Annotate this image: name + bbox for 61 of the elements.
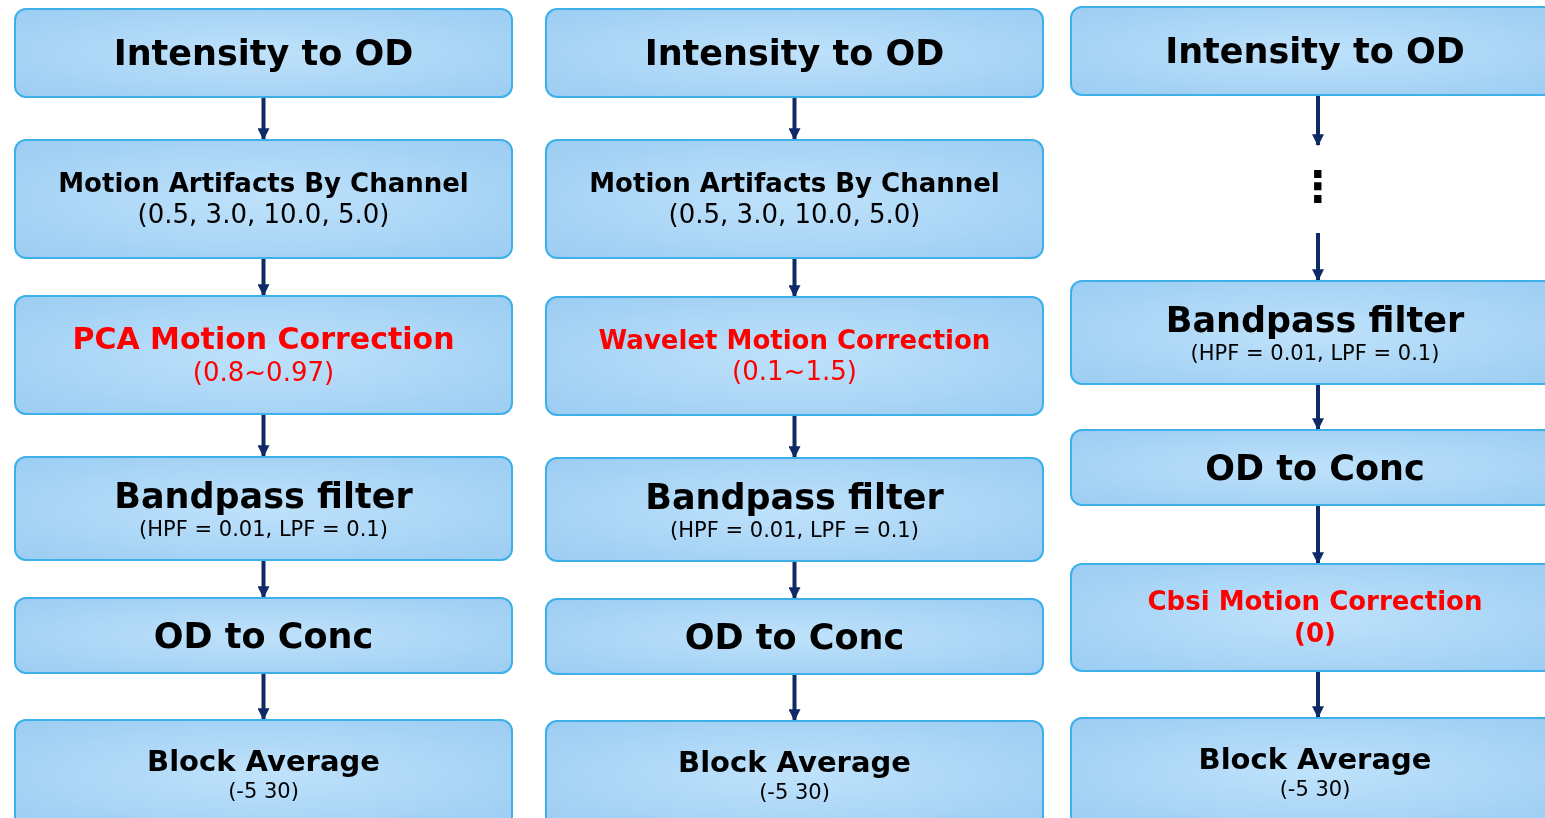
process-box [545, 8, 1044, 98]
box-title: Motion Artifacts By Channel [58, 167, 469, 199]
box-parameters: (0.5, 3.0, 10.0, 5.0) [137, 199, 390, 231]
box-parameters: (HPF = 0.01, LPF = 0.1) [139, 516, 388, 543]
process-box [545, 139, 1044, 259]
box-parameters: (HPF = 0.01, LPF = 0.1) [670, 517, 919, 544]
process-box [14, 456, 513, 561]
box-title: Bandpass filter [114, 474, 413, 517]
box-title: Block Average [1198, 742, 1432, 777]
box-parameters: (0.1~1.5) [732, 356, 857, 388]
box-title: Intensity to OD [113, 32, 414, 74]
box-title: Intensity to OD [1165, 30, 1465, 72]
process-box [1070, 429, 1545, 506]
arrow [1312, 385, 1324, 431]
process-box [545, 296, 1044, 416]
box-parameters: (0.5, 3.0, 10.0, 5.0) [668, 199, 921, 231]
process-box [1070, 280, 1545, 385]
box-parameters: (-5 30) [1279, 776, 1351, 802]
process-box [14, 8, 513, 98]
box-title: OD to Conc [153, 614, 374, 657]
process-box [14, 295, 513, 415]
box-parameters: (0) [1294, 617, 1336, 649]
arrow [788, 562, 801, 600]
box-title: OD to Conc [1205, 446, 1425, 489]
arrow [257, 98, 270, 141]
process-box [14, 597, 513, 674]
box-title: Bandpass filter [1165, 298, 1465, 341]
process-box [545, 720, 1044, 818]
box-title: Intensity to OD [644, 32, 945, 74]
process-box [545, 598, 1044, 675]
arrow [788, 98, 801, 141]
process-box [14, 139, 513, 259]
arrow [788, 416, 801, 459]
box-title: Cbsi Motion Correction [1147, 586, 1483, 618]
arrow [1312, 672, 1324, 719]
box-title: ⋮ [1297, 162, 1339, 213]
box-title: PCA Motion Correction [72, 321, 455, 358]
box-parameters: (-5 30) [228, 778, 299, 804]
box-title: Bandpass filter [645, 475, 944, 518]
box-title: OD to Conc [684, 615, 905, 658]
arrow [257, 415, 270, 458]
arrow [1312, 506, 1324, 565]
process-box [545, 457, 1044, 562]
box-title: Motion Artifacts By Channel [589, 167, 1000, 199]
arrow [257, 561, 270, 599]
box-title: Block Average [147, 744, 380, 779]
box-title: Wavelet Motion Correction [598, 324, 991, 356]
arrow [257, 259, 270, 297]
arrow [1312, 233, 1324, 282]
arrow [257, 674, 270, 721]
process-box [14, 719, 513, 818]
box-parameters: (-5 30) [759, 779, 830, 805]
box-parameters: (0.8~0.97) [192, 357, 335, 389]
process-box [1070, 717, 1545, 818]
process-box [1070, 6, 1545, 96]
arrow [788, 675, 801, 722]
arrow [1312, 96, 1324, 147]
box-title: Block Average [678, 745, 911, 780]
arrow [788, 259, 801, 298]
process-box [1070, 563, 1545, 672]
box-parameters: (HPF = 0.01, LPF = 0.1) [1190, 340, 1440, 367]
